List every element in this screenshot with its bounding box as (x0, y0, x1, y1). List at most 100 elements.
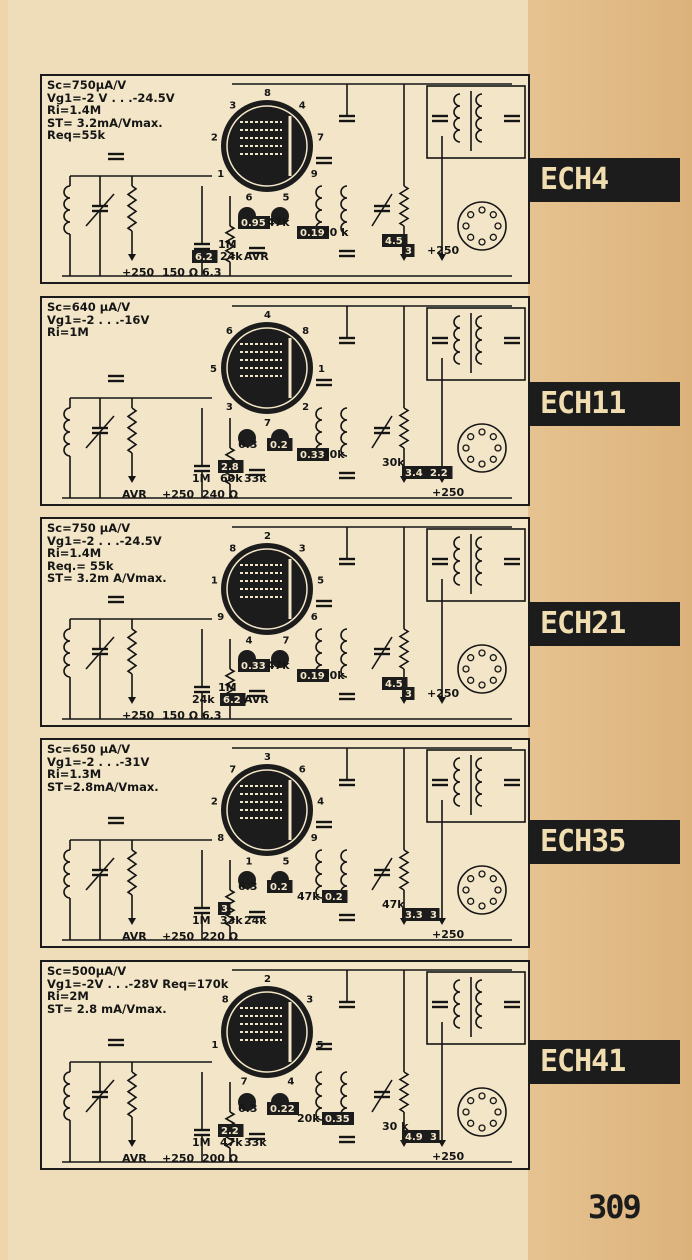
socket-pin (478, 902, 486, 910)
value-box (218, 1124, 244, 1137)
component-value: 33k (244, 472, 267, 485)
value-box-label: 0.2 (270, 882, 288, 893)
tube-envelope-inner (226, 548, 308, 630)
value-box-label: 0.19 (300, 671, 325, 682)
inductor-coil (63, 628, 71, 678)
component-value: +250 (162, 930, 195, 943)
socket-pin (462, 444, 470, 452)
value-box-label: 6.2 (223, 695, 241, 706)
inductor-coil (315, 849, 323, 899)
value-box-label: 4.5 (385, 679, 403, 690)
socket-pin (494, 665, 502, 673)
socket-pin (462, 222, 470, 230)
spec-line: Vg1=-2 . . .-31V (47, 754, 150, 769)
component-value: 150 Ω (162, 266, 199, 279)
heater-circle (238, 871, 256, 889)
socket-pin (489, 654, 497, 662)
socket-pin (462, 665, 470, 673)
value-box (382, 677, 408, 690)
component-value: 33k (244, 1136, 267, 1149)
resistor (398, 407, 410, 449)
tube-label-ech4: ECH4 (530, 158, 680, 202)
tube-label-ech21: ECH21 (530, 602, 680, 646)
pin-number: 7 (317, 133, 324, 144)
arrow-down-icon (128, 254, 136, 261)
value-box (297, 448, 329, 461)
inductor-coil (453, 979, 461, 1029)
socket-pin (467, 211, 475, 219)
value-box-label: 0.33 (241, 661, 266, 672)
component-value: 24k (192, 693, 215, 706)
socket-pin (462, 886, 470, 894)
value-box (297, 669, 329, 682)
pin-number: 8 (222, 994, 229, 1005)
socket-pin (494, 222, 502, 230)
socket-pin (489, 676, 497, 684)
pin-number: 1 (211, 1040, 218, 1051)
component-value: 47k (267, 216, 290, 229)
component-value: 1M (192, 1136, 211, 1149)
component-value: 6.3 (202, 709, 222, 722)
spec-line: Vg1=-2 . . .-16V (47, 312, 150, 327)
heater-circle (238, 1093, 256, 1111)
inductor-coil (453, 315, 461, 365)
component-value: +250 (427, 687, 460, 700)
component-value: 1M (218, 681, 237, 694)
component-value: 6.3 (238, 1102, 258, 1115)
socket-pin (478, 460, 486, 468)
spec-line: Req.= 55k (47, 558, 114, 573)
socket-pin (489, 1119, 497, 1127)
spec-line: ST= 3.2mA/Vmax. (47, 115, 163, 130)
spec-line: Ri=1.4M (47, 103, 102, 118)
component-value: +250 (122, 709, 155, 722)
pin-number: 1 (211, 576, 218, 587)
value-box (238, 659, 270, 672)
inductor-coil (340, 628, 348, 678)
spec-line: Sc=750 µA/V (47, 521, 131, 535)
heater-circle (238, 429, 256, 447)
value-box-label: 4.9 (405, 1132, 423, 1143)
socket-pin (478, 649, 486, 657)
spec-line: Sc=500µA/V (47, 964, 127, 978)
value-box-label: 0.22 (270, 1104, 295, 1115)
pin-number: 8 (229, 544, 236, 555)
resistor (126, 407, 138, 454)
socket-pin (489, 455, 497, 463)
pin-number: 6 (311, 612, 318, 623)
socket-pin (494, 444, 502, 452)
inductor-coil (340, 1071, 348, 1121)
tube-envelope-inner (226, 991, 308, 1073)
component-value: AVR (244, 693, 269, 706)
resistor (126, 628, 138, 675)
heater-circle (271, 207, 289, 225)
value-box (218, 460, 244, 473)
if-transformer-frame (426, 528, 526, 602)
value-box (427, 466, 453, 479)
value-box-label: 3 (221, 904, 228, 915)
spec-line: Ri=2M (47, 989, 89, 1004)
component-value: 47k (267, 659, 290, 672)
component-value: 20k (322, 669, 345, 682)
inductor-coil (475, 93, 483, 143)
spec-line: Ri=1.4M (47, 546, 102, 561)
value-box (267, 438, 293, 451)
arrow-down-icon (438, 1140, 446, 1147)
socket-diagram (457, 423, 507, 473)
pin-number: 2 (264, 531, 271, 542)
value-box-label: 2.2 (430, 468, 448, 479)
resistor (398, 1071, 410, 1113)
component-value: +250 (122, 266, 155, 279)
socket-pin (478, 681, 486, 689)
value-box (402, 466, 428, 479)
socket-pin (489, 233, 497, 241)
pin-number: 2 (211, 133, 218, 144)
resistor (398, 849, 410, 891)
inductor-coil (63, 849, 71, 899)
pin-number: 7 (282, 636, 289, 647)
spec-line: Sc=750µA/V (47, 78, 127, 92)
component-value: 240 Ω (202, 488, 239, 501)
